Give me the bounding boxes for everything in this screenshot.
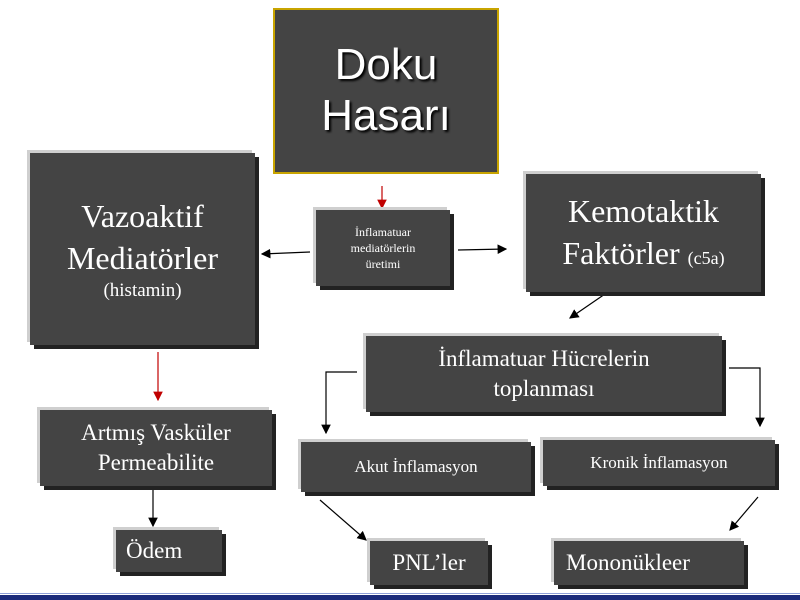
kemotaktik-line2-wrap: Faktörler (c5a) — [562, 233, 724, 275]
inflam-med-line1: İnflamatuar — [355, 224, 411, 239]
pnl-label: PNL’ler — [392, 550, 466, 576]
node-hucre-toplanmasi: İnflamatuar Hücrelerin toplanması — [366, 336, 722, 412]
doku-line1: Doku — [334, 40, 438, 90]
node-kemotaktik: Kemotaktik Faktörler (c5a) — [526, 174, 761, 292]
inflam-med-line3: üretimi — [365, 257, 401, 272]
node-artmis-vaskuler: Artmış Vasküler Permeabilite — [40, 410, 272, 486]
vazoaktif-line3: (histamin) — [103, 279, 182, 301]
arrow-kronik-to-mono — [729, 496, 759, 531]
node-pnl: PNL’ler — [370, 541, 488, 585]
node-akut-inflamasyon: Akut İnflamasyon — [301, 442, 531, 492]
arrow-inflam-to-kemotaktik — [457, 244, 508, 254]
arrow-hucre-to-kronik — [729, 367, 765, 428]
vazoaktif-line2: Mediatörler — [66, 240, 219, 276]
hucre-line2: toplanması — [493, 376, 595, 401]
node-vazoaktif: Vazoaktif Mediatörler (histamin) — [30, 153, 255, 345]
odem-label: Ödem — [126, 538, 183, 564]
footer-line — [0, 593, 800, 594]
footer-bar — [0, 595, 800, 600]
artmis-line1: Artmış Vasküler — [81, 420, 231, 446]
kemotaktik-paren: (c5a) — [687, 248, 725, 268]
kemotaktik-line2: Faktörler — [562, 235, 680, 271]
node-mononukleer: Mononükleer — [554, 541, 744, 585]
kronik-label: Kronik İnflamasyon — [590, 453, 728, 472]
arrow-hucre-to-akut — [321, 371, 357, 435]
inflam-med-line2: mediatörlerin — [350, 240, 416, 255]
node-doku-hasari: Doku Hasarı — [273, 8, 499, 174]
arrow-inflam-to-vazoaktif — [260, 248, 311, 259]
akut-label: Akut İnflamasyon — [354, 457, 478, 476]
arrow-kemotaktik-to-hucre — [569, 293, 606, 319]
doku-line2: Hasarı — [321, 91, 451, 140]
kemotaktik-line1: Kemotaktik — [567, 193, 720, 230]
artmis-line2: Permeabilite — [97, 450, 215, 475]
hucre-line1: İnflamatuar Hücrelerin — [438, 346, 650, 372]
mono-label: Mononükleer — [566, 550, 690, 576]
node-odem: Ödem — [116, 530, 222, 572]
node-inflamatuar-mediator: İnflamatuar mediatörlerin üretimi — [316, 210, 450, 286]
arrow-akut-to-pnl — [319, 499, 367, 541]
vazoaktif-line1: Vazoaktif — [81, 198, 204, 235]
node-kronik-inflamasyon: Kronik İnflamasyon — [543, 440, 775, 486]
